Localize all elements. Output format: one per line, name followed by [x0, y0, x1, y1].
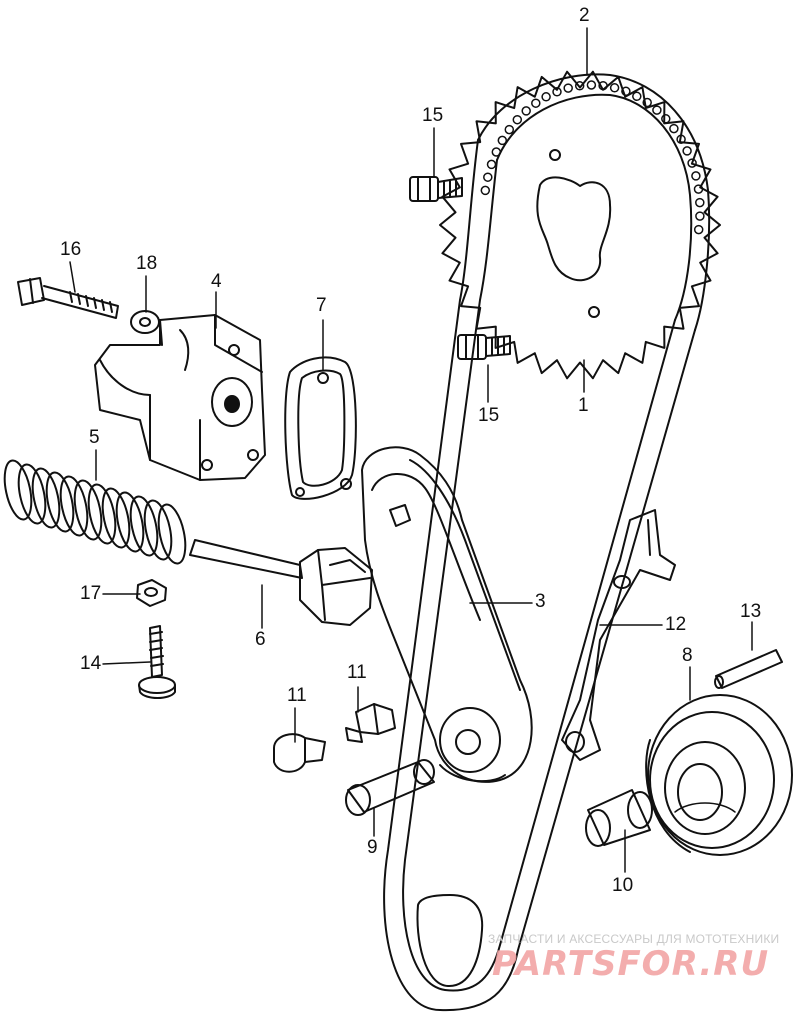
- label-push-rod: 6: [255, 629, 266, 650]
- watermark-logo: PARTSFOR.RU: [492, 944, 769, 984]
- chain-link: [691, 171, 701, 181]
- chain-link: [632, 91, 642, 102]
- chain-link: [661, 114, 671, 124]
- label-cam-chain: 2: [579, 5, 590, 26]
- spring-coil: [143, 499, 173, 561]
- cam-chain: [383, 73, 711, 1012]
- chain-link: [652, 105, 662, 115]
- spring-coil: [17, 463, 47, 525]
- bolt-lower: [457, 334, 511, 360]
- label-screw: 14: [80, 653, 102, 674]
- label-roller: 8: [682, 645, 693, 666]
- chain-link: [682, 146, 692, 156]
- chain-link: [541, 92, 551, 102]
- spring-coil: [87, 483, 117, 545]
- chain-link: [486, 159, 497, 170]
- spring-coil: [31, 467, 61, 529]
- guide: [561, 509, 676, 761]
- chain-link: [531, 98, 541, 108]
- leader-lines: [69, 27, 753, 873]
- chain-link: [521, 106, 531, 116]
- stopper-upper: [345, 703, 396, 743]
- chain-link: [695, 211, 705, 221]
- chain-link: [642, 97, 652, 108]
- label-spring: 5: [89, 427, 100, 448]
- spring: [3, 459, 187, 565]
- pin: [714, 649, 783, 689]
- gasket: [284, 356, 357, 500]
- spring-coil: [101, 487, 131, 549]
- label-sprocket: 1: [578, 395, 589, 416]
- screw: [138, 625, 176, 699]
- tensioner-body: [94, 314, 266, 481]
- chain-link: [669, 123, 679, 134]
- label-gasket: 7: [316, 295, 327, 316]
- label-stopper-upper: 11: [347, 662, 367, 683]
- chain-link: [693, 224, 704, 235]
- label-tensioner-body: 4: [211, 271, 222, 292]
- washer: [130, 310, 160, 334]
- chain-links: [480, 80, 705, 235]
- watermark-caption: ЗАПЧАСТИ И АКСЕССУАРЫ ДЛЯ МОТОТЕХНИКИ: [488, 932, 780, 946]
- chain-link: [483, 172, 493, 182]
- bolt-upper: [409, 176, 463, 202]
- chain-link: [512, 114, 523, 125]
- chain-link: [574, 81, 585, 91]
- stopper-lower: [273, 733, 326, 773]
- tensioner-arm: [361, 446, 533, 783]
- label-guide: 12: [665, 614, 687, 635]
- label-tensioner-arm: 3: [535, 591, 546, 612]
- label-long-bolt: 16: [60, 239, 82, 260]
- collar-9: [345, 759, 435, 816]
- spring-coil: [115, 491, 145, 553]
- svg-text:PARTSFOR.RU: PARTSFOR.RU: [492, 944, 769, 984]
- spring-coil: [129, 495, 159, 557]
- label-nut: 17: [80, 583, 102, 604]
- spring-coil: [3, 459, 33, 521]
- label-bolt-lower: 15: [478, 405, 500, 426]
- chain-link: [609, 83, 620, 93]
- chain-link: [695, 197, 705, 208]
- roller: [645, 694, 793, 856]
- chain-link: [497, 135, 508, 146]
- label-collar-9: 9: [367, 837, 378, 858]
- spring-coil: [157, 503, 187, 565]
- push-rod: [189, 539, 373, 626]
- chain-link: [480, 185, 491, 196]
- chain-link: [586, 80, 597, 90]
- label-pin: 13: [740, 601, 762, 622]
- long-bolt: [17, 277, 119, 319]
- spring-coil: [59, 475, 89, 537]
- chain-link: [491, 147, 502, 157]
- chain-link: [504, 124, 515, 135]
- label-stopper-lower: 11: [287, 685, 307, 706]
- sprocket: [439, 70, 721, 380]
- nut: [136, 579, 167, 607]
- collar-10: [585, 789, 653, 847]
- label-collar-10: 10: [612, 875, 634, 896]
- spring-coil: [73, 479, 103, 541]
- label-bolt-upper: 15: [422, 105, 444, 126]
- chain-link: [563, 83, 573, 93]
- label-washer: 18: [136, 253, 158, 274]
- spring-coil: [45, 471, 75, 533]
- chain-link: [687, 158, 697, 168]
